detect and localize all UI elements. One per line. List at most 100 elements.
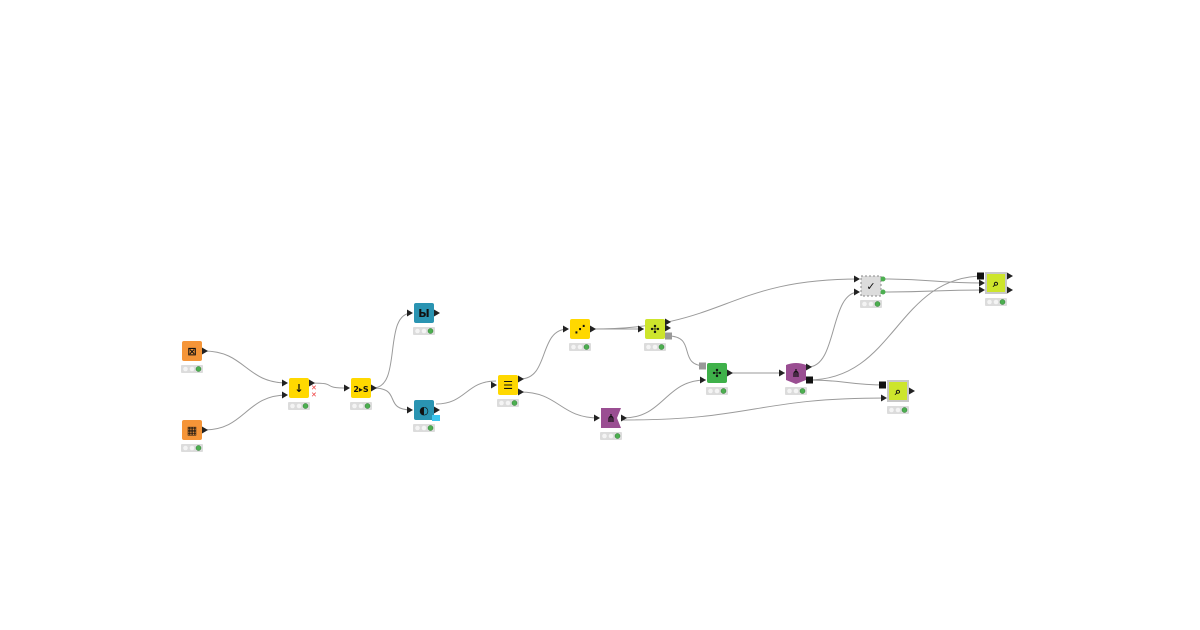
port-triangle[interactable] — [700, 376, 706, 384]
learner-node[interactable]: ✣ — [638, 318, 672, 352]
scorer-metanode[interactable]: ✓ — [854, 275, 886, 309]
port-triangle[interactable] — [979, 279, 985, 287]
status-indicator — [181, 365, 203, 373]
number-to-string-node[interactable]: 2▸S — [344, 378, 377, 410]
node-body[interactable] — [786, 363, 806, 384]
output-port[interactable] — [880, 276, 886, 282]
view-node-bottom[interactable]: ⌕ — [879, 380, 915, 414]
output-port[interactable] — [434, 309, 440, 317]
connection[interactable] — [519, 391, 600, 419]
node-body[interactable] — [182, 341, 202, 361]
node-body[interactable] — [645, 319, 665, 339]
node-body[interactable] — [570, 319, 590, 339]
connection[interactable] — [882, 289, 985, 293]
tree-icon: ⋔ — [791, 367, 800, 380]
port-triangle[interactable] — [282, 379, 288, 387]
status-indicator — [860, 300, 882, 308]
connection[interactable] — [203, 350, 288, 384]
output-port[interactable] — [518, 375, 524, 383]
node-body[interactable] — [351, 378, 371, 398]
connection[interactable] — [591, 278, 860, 330]
connection[interactable] — [310, 382, 349, 389]
output-port[interactable] — [518, 388, 524, 396]
output-port[interactable] — [665, 318, 671, 326]
output-port[interactable] — [621, 414, 627, 422]
port-triangle[interactable] — [854, 288, 860, 296]
image-output-port[interactable] — [806, 376, 813, 384]
node-body[interactable] — [601, 408, 621, 428]
statistics-node[interactable]: Ы — [407, 303, 440, 335]
output-port[interactable] — [309, 379, 315, 387]
join-arrow-icon: ↓ — [294, 382, 303, 395]
output-port[interactable] — [880, 289, 886, 295]
tree-to-image-node[interactable]: ⋔ — [779, 363, 813, 395]
partitioning-node[interactable]: ☰ — [491, 375, 524, 407]
port-triangle[interactable] — [854, 275, 860, 283]
output-port[interactable] — [1007, 286, 1013, 294]
connection[interactable] — [667, 335, 707, 367]
image-input-port[interactable] — [977, 272, 984, 280]
status-indicator — [706, 387, 728, 395]
output-port[interactable] — [590, 325, 596, 333]
output-port[interactable] — [806, 363, 812, 371]
table-arrow-icon: ▦ — [187, 424, 197, 437]
table-creator-node[interactable]: ▦ — [181, 420, 208, 452]
decision-tree-node[interactable]: ⋔ — [594, 408, 627, 440]
missing-value-node[interactable]: ◐ — [407, 400, 440, 432]
port-triangle[interactable] — [282, 391, 288, 399]
connection[interactable] — [807, 291, 860, 368]
connection[interactable] — [622, 397, 887, 421]
excel-reader-node[interactable]: ⊠ — [181, 341, 208, 373]
connection[interactable] — [519, 328, 569, 380]
node-body[interactable] — [289, 378, 309, 398]
connection[interactable] — [435, 380, 497, 405]
connection[interactable] — [372, 312, 413, 389]
node-body[interactable] — [414, 303, 434, 323]
node-body[interactable] — [498, 375, 518, 395]
metanode-body[interactable] — [860, 275, 882, 297]
scatter-node[interactable]: ⋰ — [563, 319, 596, 351]
status-indicator — [644, 343, 666, 351]
view-node-top[interactable]: ⌕ — [977, 272, 1013, 306]
output-port[interactable] — [727, 369, 733, 377]
output-port[interactable] — [202, 426, 208, 434]
port-triangle[interactable] — [979, 286, 985, 294]
joiner-node[interactable]: ↓✕✕ — [282, 378, 317, 410]
connection[interactable] — [807, 379, 887, 386]
node-body[interactable] — [707, 363, 727, 383]
port-triangle[interactable] — [881, 394, 887, 402]
connection[interactable] — [622, 379, 707, 419]
connection[interactable] — [372, 387, 413, 411]
node-body[interactable] — [987, 274, 1005, 292]
tree-icon: ⋔ — [606, 412, 615, 425]
connection[interactable] — [203, 394, 288, 431]
node-body[interactable] — [414, 400, 434, 420]
node-body[interactable] — [889, 382, 907, 400]
output-port[interactable] — [909, 387, 915, 395]
connection[interactable] — [807, 275, 985, 381]
input-port[interactable] — [638, 325, 644, 333]
image-input-port[interactable] — [879, 381, 886, 389]
nodes: ⊠ ▦ ↓✕✕ 2▸S Ы ◐ ☰ ⋰ ✣ ⋔ ✣ ⋔ ✓ ⌕ ⌕ — [181, 272, 1013, 452]
input-port[interactable] — [344, 384, 350, 392]
input-port[interactable] — [563, 325, 569, 333]
model-output-port[interactable] — [665, 332, 672, 340]
input-port[interactable] — [594, 414, 600, 422]
output-port[interactable] — [1007, 272, 1013, 280]
model-input-port[interactable] — [699, 362, 706, 370]
input-port[interactable] — [779, 369, 785, 377]
status-indicator — [288, 402, 310, 410]
connection[interactable] — [882, 278, 985, 284]
input-port[interactable] — [491, 381, 497, 389]
output-port[interactable] — [202, 347, 208, 355]
output-port[interactable] — [434, 406, 440, 414]
input-port[interactable] — [407, 309, 413, 317]
input-port[interactable] — [407, 406, 413, 414]
node-body[interactable] — [182, 420, 202, 440]
output-port[interactable] — [665, 324, 671, 332]
output-port[interactable] — [371, 384, 377, 392]
magnifier-icon: ⌕ — [894, 385, 901, 398]
flow-variable-port[interactable] — [432, 415, 440, 421]
predictor-node[interactable]: ✣ — [699, 362, 733, 396]
